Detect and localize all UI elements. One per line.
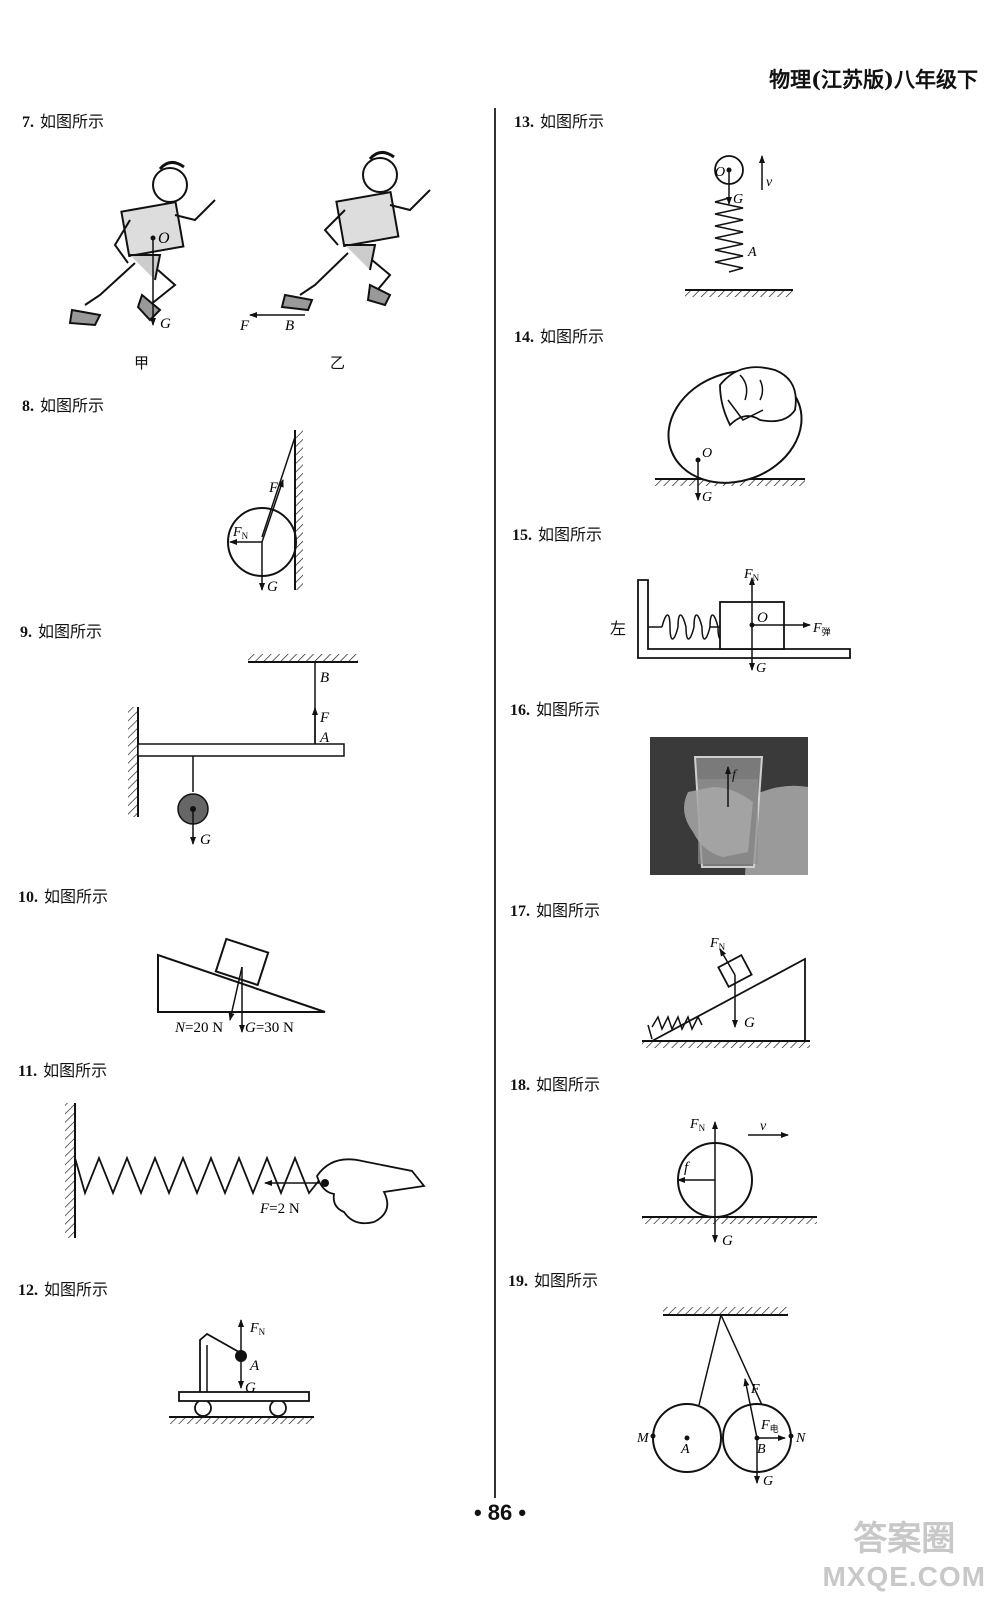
- runner-left: [68, 161, 216, 327]
- q7-left-label-G: G: [160, 316, 171, 332]
- watermark-line1: 答案圈: [853, 1520, 956, 1558]
- q10-label-G: G=30 N: [245, 1020, 294, 1036]
- q19-label-B: B: [757, 1442, 766, 1457]
- q14-label-G: G: [702, 490, 712, 505]
- q19-label-A: A: [680, 1442, 690, 1457]
- q12-label-FN: FN: [249, 1321, 266, 1337]
- q15-label-FN: FN: [743, 567, 760, 583]
- question-14: 14.如图所示: [514, 327, 605, 346]
- answer-text: 如图所示: [536, 901, 601, 920]
- q18-rolling-ball-figure: FN v f G: [642, 1117, 817, 1249]
- q7-caption-right: 乙: [330, 354, 346, 372]
- q7-right-label-B: B: [285, 318, 294, 334]
- page-header-title: 物理(江苏版)八年级下: [769, 67, 978, 92]
- watermark-line2: MXQE.COM: [822, 1561, 986, 1592]
- q15-label-O: O: [757, 610, 768, 626]
- q16-label-f: f: [732, 768, 738, 783]
- q17-label-G: G: [744, 1015, 755, 1031]
- q19-label-Fe: F电: [760, 1418, 779, 1434]
- q12-label-A: A: [249, 1358, 260, 1374]
- answer-text: 如图所示: [536, 700, 601, 719]
- q13-label-O: O: [715, 165, 725, 180]
- answer-text: 如图所示: [43, 1061, 108, 1080]
- question-9: 9.如图所示: [20, 622, 103, 641]
- q9-beam-figure: B F A G: [128, 654, 358, 848]
- q7-runner-figure: O G F B: [68, 151, 431, 334]
- q13-label-A: A: [747, 245, 757, 260]
- watermark: 答案圈 MXQE.COM: [822, 1520, 986, 1596]
- q7-left-label-O: O: [158, 230, 170, 247]
- q9-label-A: A: [319, 730, 330, 746]
- runner-right: [280, 151, 431, 312]
- q19-label-F: F: [750, 1382, 760, 1397]
- page-number: • 86 •: [473, 1500, 527, 1525]
- answer-text: 如图所示: [40, 396, 105, 415]
- q15-label-left: 左: [610, 619, 627, 638]
- answer-text: 如图所示: [40, 112, 105, 131]
- q19-label-M: M: [636, 1431, 650, 1446]
- question-15: 15.如图所示: [512, 525, 603, 544]
- answer-text: 如图所示: [538, 525, 603, 544]
- question-7: 7.如图所示: [22, 112, 105, 131]
- question-8: 8.如图所示: [22, 396, 105, 415]
- q13-spring-ball-figure: O G A v: [685, 155, 793, 297]
- q17-incline-spring-figure: FN G: [642, 936, 810, 1048]
- q19-label-N: N: [795, 1431, 806, 1446]
- q9-label-B: B: [320, 670, 329, 686]
- q9-label-G: G: [200, 832, 211, 848]
- question-11: 11.如图所示: [18, 1061, 108, 1080]
- q12-label-G: G: [245, 1380, 256, 1396]
- question-16: 16.如图所示: [510, 700, 601, 719]
- question-13: 13.如图所示: [514, 112, 605, 131]
- q18-label-G: G: [722, 1233, 733, 1249]
- question-18: 18.如图所示: [510, 1075, 601, 1094]
- q19-charged-balls-figure: F F电 M A B N G: [636, 1307, 806, 1489]
- answer-text: 如图所示: [44, 1280, 109, 1299]
- question-17: 17.如图所示: [510, 901, 601, 920]
- q16-glass-photo: f: [650, 737, 808, 875]
- q18-label-f: f: [684, 1160, 690, 1176]
- q18-label-FN: FN: [689, 1117, 706, 1133]
- answer-text: 如图所示: [534, 1271, 599, 1290]
- q17-label-FN: FN: [709, 936, 726, 952]
- q7-right-label-F: F: [239, 318, 250, 334]
- q18-label-v: v: [760, 1119, 767, 1134]
- q14-label-O: O: [702, 446, 712, 461]
- q13-label-G: G: [733, 192, 743, 207]
- answer-text: 如图所示: [44, 887, 109, 906]
- column-divider: [494, 108, 496, 1498]
- q8-label-FN: FN: [232, 525, 249, 541]
- answer-text: 如图所示: [540, 112, 605, 131]
- question-10: 10.如图所示: [18, 887, 109, 906]
- answer-text: 如图所示: [38, 622, 103, 641]
- q15-spring-block-figure: FN O F弹 G: [637, 567, 851, 676]
- q9-label-F: F: [319, 710, 330, 726]
- q13-label-v: v: [766, 175, 773, 190]
- q14-tumbler-figure: O G: [655, 366, 805, 505]
- q10-incline-figure: N=20 N G=30 N: [157, 937, 326, 1036]
- q8-ball-wall-figure: F FN G: [227, 430, 303, 595]
- q15-label-Fspring: F弹: [812, 621, 831, 637]
- answer-text: 如图所示: [536, 1075, 601, 1094]
- question-12: 12.如图所示: [18, 1280, 109, 1299]
- q15-label-G: G: [756, 661, 766, 676]
- q8-label-F: F: [268, 480, 279, 496]
- answer-text: 如图所示: [540, 327, 605, 346]
- q10-label-N: N=20 N: [174, 1020, 223, 1036]
- q12-cart-figure: FN A G: [169, 1319, 314, 1424]
- question-19: 19.如图所示: [508, 1271, 599, 1290]
- q7-caption-left: 甲: [134, 354, 150, 372]
- q11-label-F: F=2 N: [259, 1201, 300, 1217]
- q8-label-G: G: [267, 579, 278, 595]
- q11-spring-figure: F=2 N: [65, 1103, 426, 1238]
- q19-label-G: G: [763, 1474, 773, 1489]
